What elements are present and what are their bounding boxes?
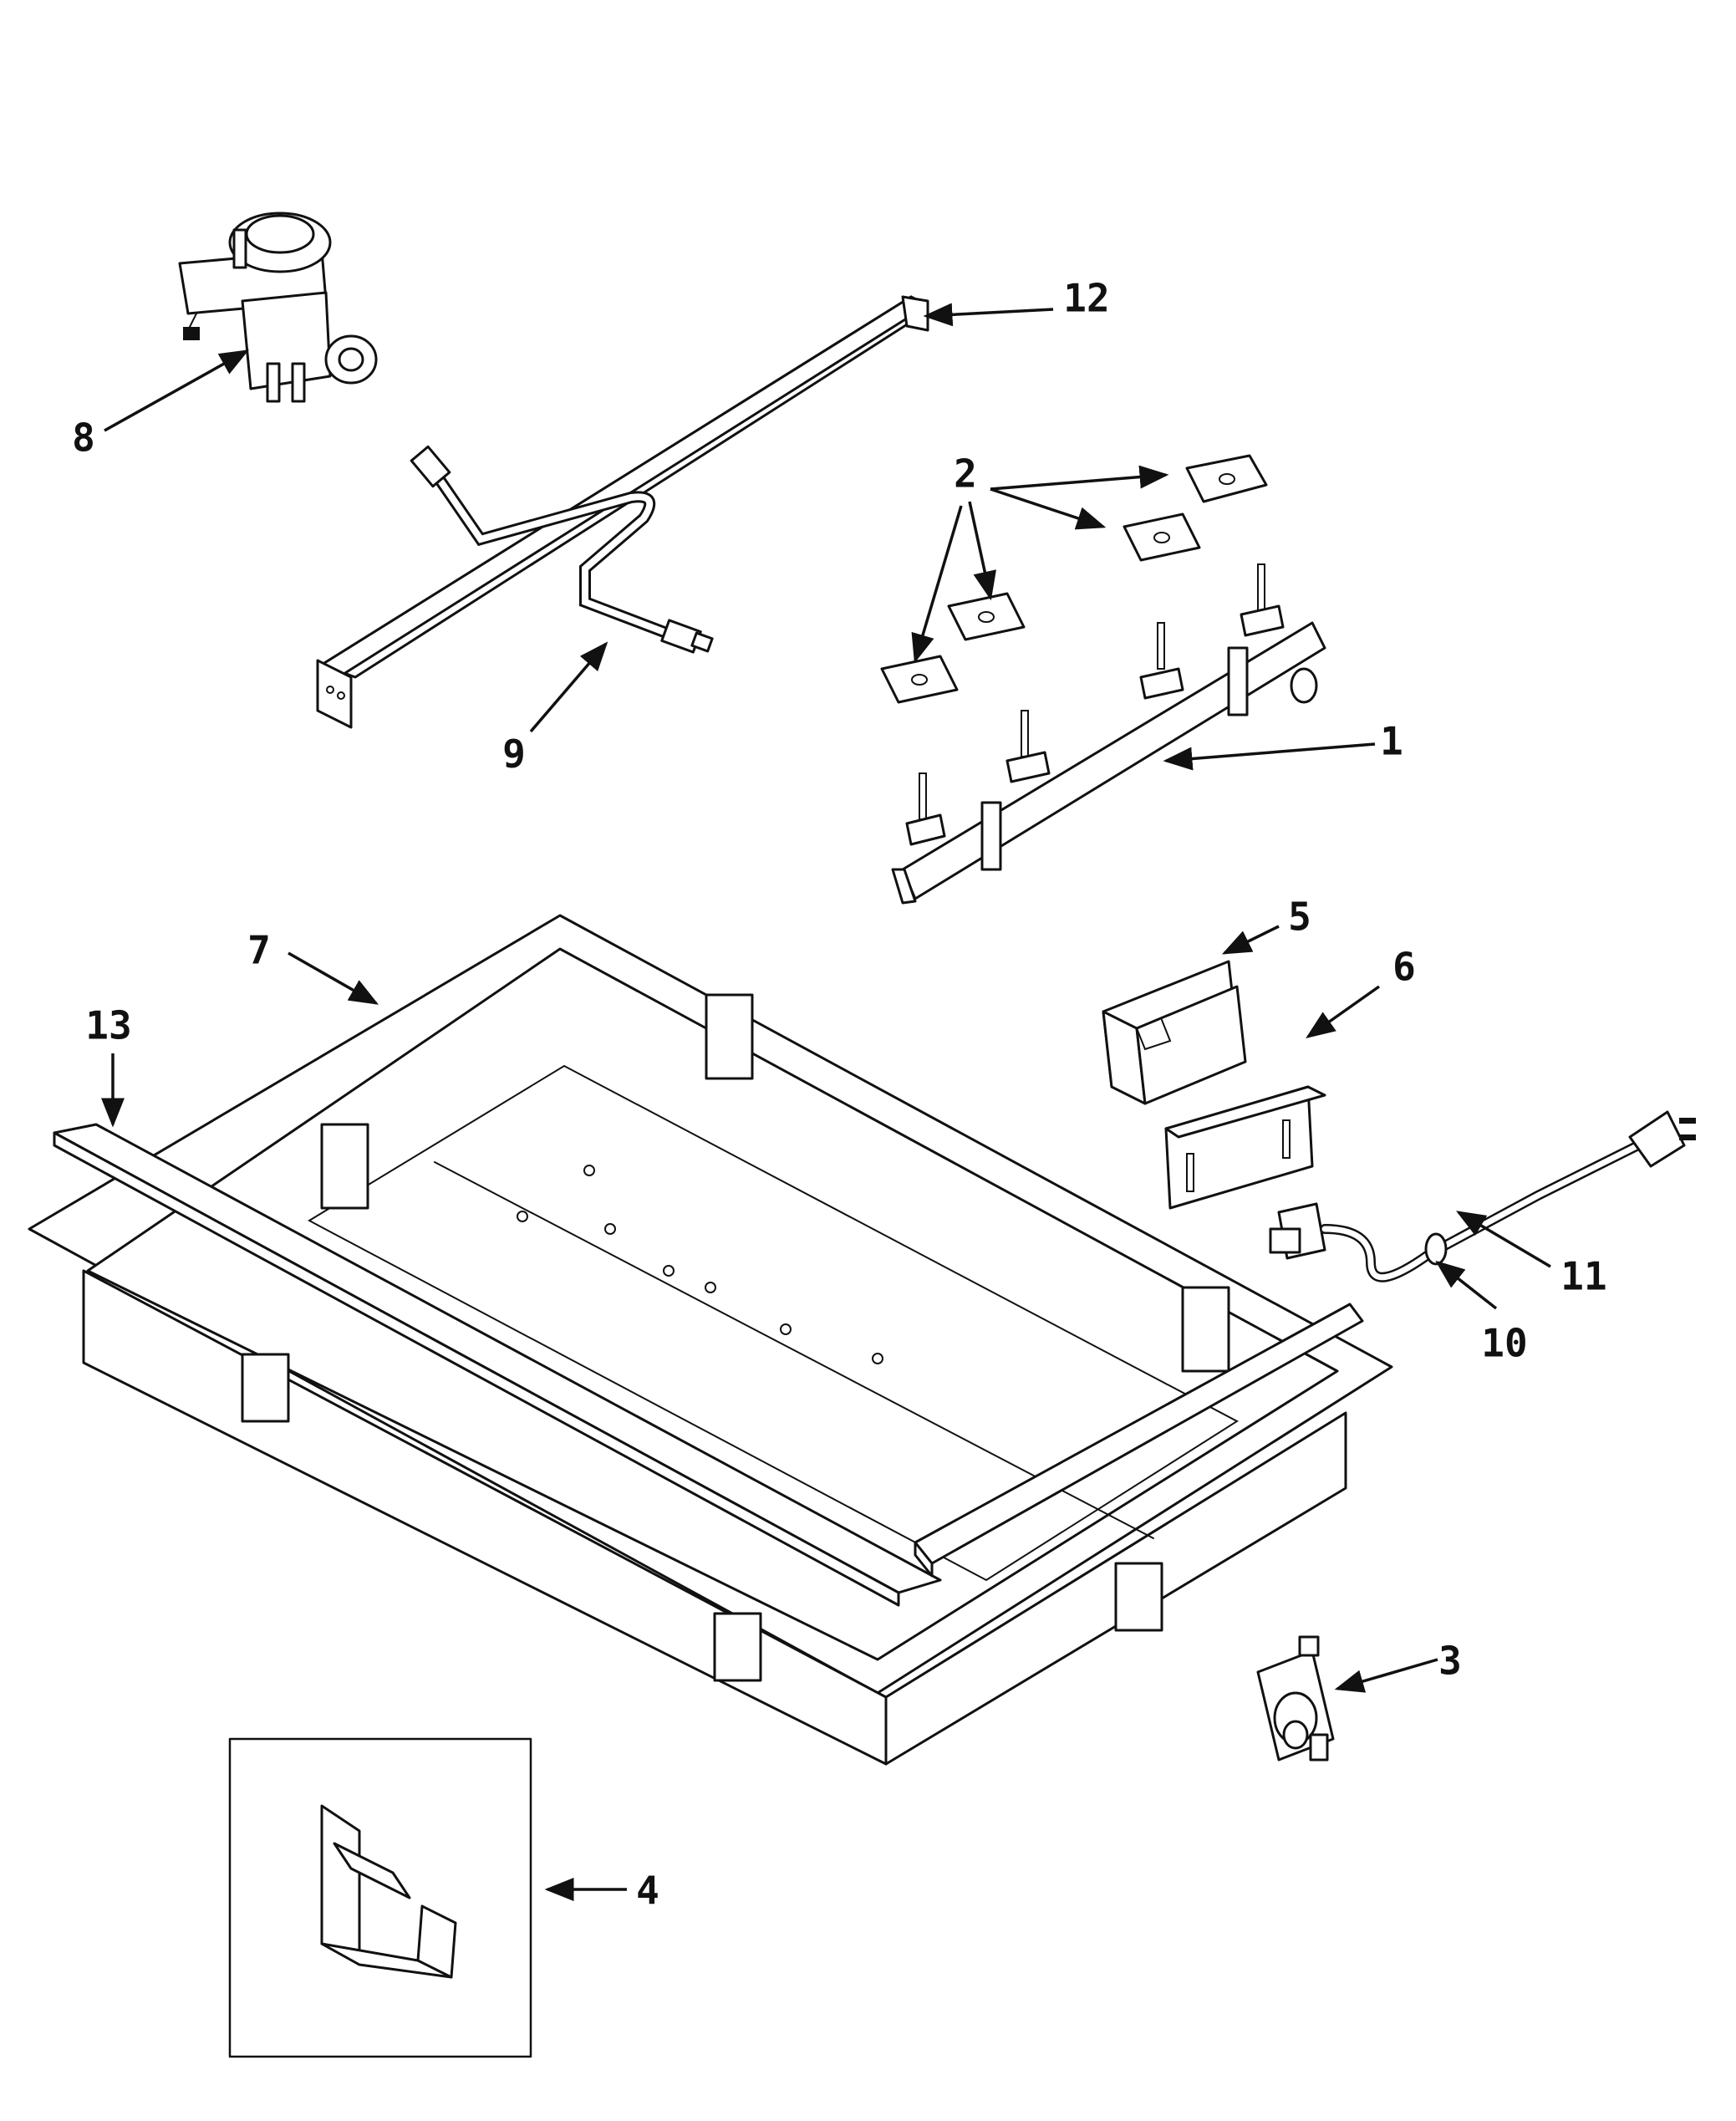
part-3-valve bbox=[1256, 1635, 1335, 1762]
callout-5: 5 bbox=[1288, 895, 1311, 940]
part-1-burner-manifold bbox=[891, 563, 1326, 905]
callout-6: 6 bbox=[1392, 945, 1416, 990]
part-10-11-power-cord bbox=[1269, 1110, 1696, 1282]
callout-labels: 12 8 2 1 9 5 6 7 13 11 10 3 4 bbox=[72, 276, 1607, 1914]
callout-2: 2 bbox=[954, 451, 977, 497]
part-12-manifold-rail bbox=[316, 295, 929, 729]
callout-8: 8 bbox=[72, 416, 95, 461]
part-4-clip-inset bbox=[228, 1737, 532, 2058]
callout-7: 7 bbox=[247, 928, 271, 973]
part-9-gas-tubing bbox=[410, 445, 714, 654]
part-6-mounting-bracket bbox=[1164, 1085, 1326, 1210]
callout-1: 1 bbox=[1380, 719, 1403, 764]
callout-10: 10 bbox=[1481, 1321, 1527, 1366]
leader-lines bbox=[101, 303, 1551, 1901]
callout-3: 3 bbox=[1438, 1639, 1462, 1684]
callout-9: 9 bbox=[502, 732, 526, 777]
part-13-trim-strips bbox=[53, 1123, 1364, 1607]
callout-11: 11 bbox=[1560, 1254, 1606, 1299]
part-5-spark-module bbox=[1102, 960, 1247, 1105]
callout-13: 13 bbox=[85, 1003, 131, 1048]
part-2-grommet-pads bbox=[880, 454, 1268, 704]
callout-4: 4 bbox=[636, 1869, 659, 1914]
callout-12: 12 bbox=[1063, 276, 1109, 321]
